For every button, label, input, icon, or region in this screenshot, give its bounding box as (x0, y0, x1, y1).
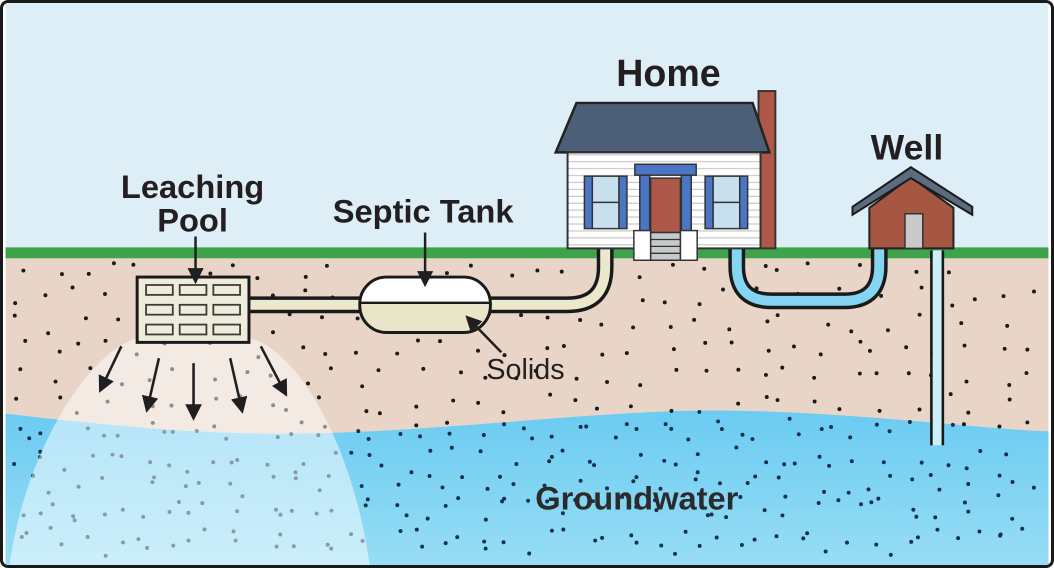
septic-system-diagram: Leaching Pool Septic Tank Home Well Soli… (5, 3, 1049, 565)
label-well: Well (871, 127, 944, 167)
front-entry (633, 163, 698, 261)
shutter-right (618, 175, 628, 230)
label-septic-tank: Septic Tank (333, 193, 515, 230)
leaching-pool-shape (135, 275, 251, 344)
well-illustration (851, 166, 974, 250)
shutter-left (704, 175, 714, 230)
well-pipe (930, 250, 945, 446)
porch-column-right (680, 174, 692, 234)
plume-arrow-4 (228, 357, 248, 414)
septic-tank-solids (361, 302, 489, 331)
shutter-right (738, 175, 749, 230)
window-left (583, 175, 628, 230)
well-door (904, 213, 924, 250)
porch-column-left (639, 174, 651, 234)
house-illustration (553, 90, 777, 261)
plume-arrow-5 (259, 345, 288, 397)
door-lintel (634, 163, 697, 176)
well-roof (851, 166, 974, 217)
window-right (704, 175, 749, 230)
plume-arrow-1 (98, 345, 123, 393)
label-leaching-pool-line1: Leaching (121, 168, 264, 205)
label-leaching-pool-line2: Pool (157, 202, 228, 239)
porch-side-left (633, 229, 652, 261)
label-pointer-arrows (187, 232, 503, 354)
label-solids: Solids (486, 354, 564, 386)
label-home: Home (616, 52, 720, 94)
waste-pipe (248, 248, 614, 314)
grass-strip (5, 247, 1049, 259)
septic-tank-shape (358, 275, 492, 334)
shutter-left (583, 175, 594, 230)
solids-arrow (465, 315, 503, 354)
plume-arrow-2 (141, 357, 161, 413)
leaching-pool-grid (145, 284, 241, 336)
porch-side-right (679, 229, 698, 261)
front-door (649, 177, 682, 234)
plume-dispersion-arrows (98, 345, 288, 421)
water-supply-pipe (728, 248, 888, 310)
house-roof (553, 101, 772, 154)
label-groundwater: Groundwater (535, 480, 738, 517)
